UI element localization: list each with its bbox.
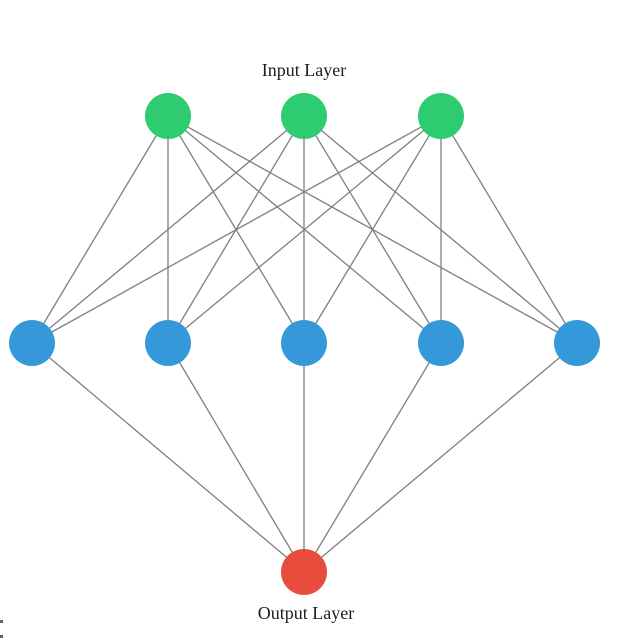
edge-input-2-hidden-1 <box>31 115 305 344</box>
edge-input-1-hidden-1 <box>31 115 169 344</box>
hidden-3-node <box>281 320 327 366</box>
edge-hidden-2-output-1 <box>167 342 305 573</box>
input-1-node <box>145 93 191 139</box>
hidden-2-node <box>145 320 191 366</box>
nodes-group <box>9 93 600 595</box>
hidden-4-node <box>418 320 464 366</box>
input-2-node <box>281 93 327 139</box>
edge-input-3-hidden-5 <box>440 115 578 344</box>
edge-input-3-hidden-2 <box>167 115 442 344</box>
left-edge-artifact-2 <box>0 635 3 638</box>
edge-input-3-hidden-1 <box>31 115 442 344</box>
left-edge-artifact-1 <box>0 620 3 623</box>
edges-group <box>31 115 578 573</box>
edge-hidden-5-output-1 <box>303 342 578 573</box>
hidden-1-node <box>9 320 55 366</box>
edge-input-3-hidden-3 <box>303 115 442 344</box>
edge-hidden-1-output-1 <box>31 342 305 573</box>
edge-hidden-4-output-1 <box>303 342 442 573</box>
input-layer-label: Input Layer <box>262 60 346 80</box>
output-1-node <box>281 549 327 595</box>
input-3-node <box>418 93 464 139</box>
hidden-5-node <box>554 320 600 366</box>
output-layer-label: Output Layer <box>258 603 354 623</box>
